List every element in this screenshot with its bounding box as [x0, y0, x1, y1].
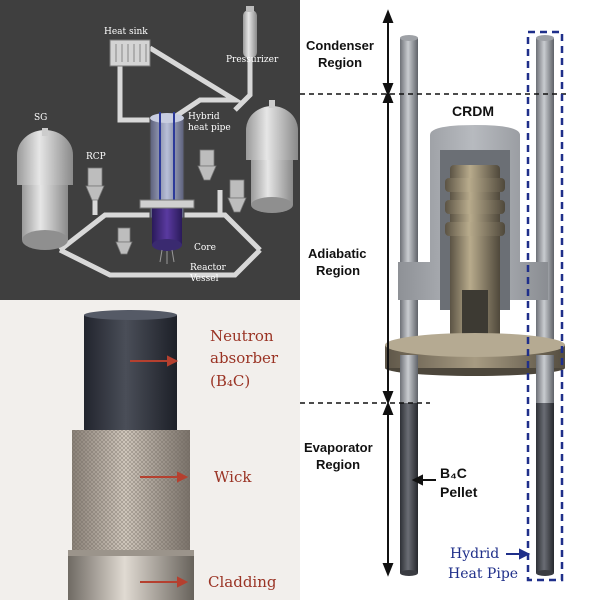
- condenser-region-label-2: Region: [318, 55, 362, 70]
- reactor-coolant-pumps: [85, 149, 247, 255]
- region-dimension-arrows: [382, 9, 394, 577]
- crdm-region-panel: Condenser Region CRDM Adiabatic Region E…: [300, 0, 600, 600]
- reactor-vessel: [139, 112, 195, 264]
- right-rod-front: [536, 355, 554, 403]
- crdm-label: CRDM: [452, 103, 494, 119]
- neutron-absorber-rod: [84, 310, 177, 430]
- callout-arrows: [130, 355, 189, 588]
- reactor-vessel-label-1: Reactor: [190, 263, 227, 273]
- rod-photo: Neutron absorber (B₄C) Wick Cladding: [0, 300, 300, 600]
- hybrid-heat-pipe-label-1: Hybrid: [188, 112, 220, 122]
- steam-generator-right: [246, 100, 298, 213]
- heat-sink: [109, 39, 151, 67]
- reactor-vessel-label-2: Vessel: [189, 274, 219, 284]
- wick-label: Wick: [214, 468, 252, 486]
- absorber-label-2: absorber: [210, 349, 279, 367]
- b4c-pellet-label-2: Pellet: [440, 484, 478, 500]
- absorber-label-1: Neutron: [210, 327, 274, 345]
- pressurizer-label: Pressurizer: [226, 55, 279, 65]
- reactor-schematic: Heat sink Pressurizer SG RCP: [17, 6, 298, 284]
- hybrid-heat-pipe-label-1: Hydrid: [450, 546, 499, 562]
- b4c-pellet-label-1: B₄C: [440, 465, 467, 481]
- evaporator-region-label-2: Region: [316, 457, 360, 472]
- steam-generator-left: [17, 128, 73, 250]
- hybrid-heat-pipe-arrow: [506, 548, 531, 560]
- left-heat-pipe-rod: [400, 35, 418, 576]
- right-heat-pipe-rod: [536, 35, 554, 576]
- support-disk: [385, 333, 565, 376]
- wick-mesh: [72, 430, 190, 550]
- core-label: Core: [194, 243, 216, 253]
- b4c-pellet-arrow: [411, 474, 436, 486]
- hybrid-heat-pipe-label-2: heat pipe: [188, 123, 231, 133]
- sg-label: SG: [34, 113, 47, 123]
- cladding-tube: [68, 550, 194, 600]
- evaporator-region-label-1: Evaporator: [304, 440, 373, 455]
- cladding-arrow-head: [177, 576, 189, 588]
- adiabatic-region-label-1: Adiabatic: [308, 246, 367, 261]
- adiabatic-region-label-2: Region: [316, 263, 360, 278]
- region-boundary-lines: [300, 93, 570, 404]
- cladding-label: Cladding: [208, 573, 277, 591]
- rcp-label: RCP: [86, 152, 106, 162]
- hybrid-heat-pipe-label-2: Heat Pipe: [448, 566, 518, 582]
- condenser-region-label-1: Condenser: [306, 38, 374, 53]
- pressurizer: [243, 6, 257, 58]
- wick-arrow-head: [177, 471, 189, 483]
- rod-photo-panel: Neutron absorber (B₄C) Wick Cladding: [0, 300, 300, 600]
- heat-sink-label: Heat sink: [104, 27, 148, 37]
- left-rod-front: [400, 355, 418, 403]
- reactor-schematic-panel: Heat sink Pressurizer SG RCP: [0, 0, 300, 300]
- hybrid-heat-pipe-highlight: [526, 30, 564, 582]
- crdm-region-diagram: Condenser Region CRDM Adiabatic Region E…: [300, 9, 570, 582]
- absorber-label-3: (B₄C): [210, 372, 250, 390]
- absorber-arrow-head: [167, 355, 179, 367]
- crdm-drive-mechanism: [445, 165, 505, 350]
